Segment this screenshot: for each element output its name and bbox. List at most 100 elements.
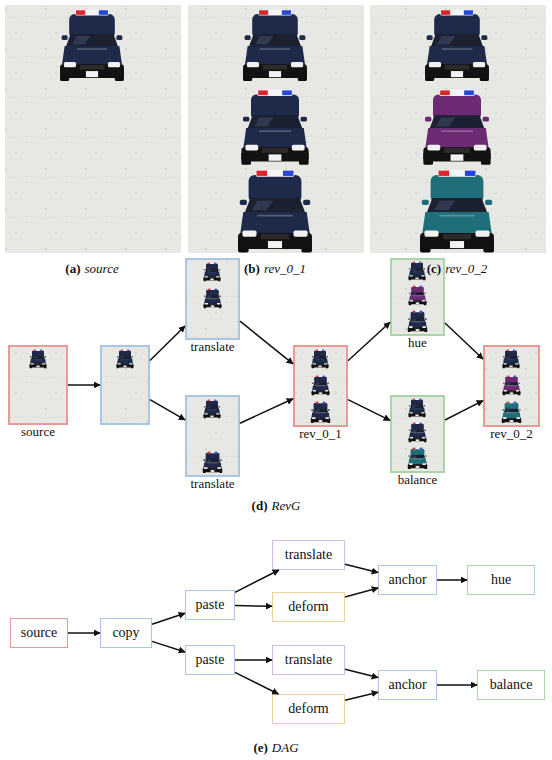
image-node: rev_0_2 — [483, 345, 540, 427]
car — [60, 10, 124, 81]
thumbnail — [390, 395, 445, 473]
thumbnail — [185, 395, 240, 477]
image-label: source — [21, 424, 55, 440]
node-label: deform — [288, 599, 328, 615]
image-label: translate — [190, 476, 234, 492]
image-node: balance — [390, 395, 445, 473]
arrow-connector — [235, 672, 278, 694]
photo-rev-0-1 — [188, 5, 364, 253]
subfigure-letter: (a) — [65, 261, 80, 276]
car-teal — [420, 170, 494, 253]
thumbnail — [293, 345, 348, 427]
car — [312, 349, 329, 368]
arrow-connector — [240, 399, 293, 424]
car-teal — [502, 401, 521, 423]
node-label: paste — [196, 652, 225, 668]
process-box: source — [10, 618, 68, 648]
car — [409, 398, 426, 417]
process-box: hue — [467, 565, 535, 595]
arrow-connector — [348, 400, 390, 421]
arrow-connector — [445, 323, 483, 359]
node-label: hue — [491, 572, 511, 588]
arrow-connector — [152, 641, 185, 652]
arrow-connector — [150, 400, 185, 420]
thumbnail — [8, 345, 68, 425]
car — [238, 170, 312, 253]
arrow-connector — [345, 564, 378, 572]
car — [117, 349, 134, 368]
subfigure-letter: (d) — [252, 498, 268, 513]
image-label: rev_0_2 — [490, 426, 533, 442]
subfigure-name: rev_0_1 — [264, 261, 306, 276]
car — [409, 422, 427, 442]
subfigure-caption: (d) RevG — [252, 498, 301, 514]
car — [30, 349, 47, 368]
thumbnail — [185, 258, 240, 340]
car — [408, 310, 427, 332]
car — [311, 401, 330, 423]
arrow-connector — [68, 632, 100, 634]
car — [241, 90, 308, 165]
car-purple — [423, 90, 490, 165]
thumbnail — [100, 345, 150, 425]
car-teal — [408, 447, 427, 469]
node-label: copy — [112, 625, 139, 641]
car — [312, 375, 330, 395]
subfigure-caption: (c)rev_0_2 — [427, 261, 488, 277]
photo-rev-0-2 — [370, 5, 546, 253]
arrow-connector — [345, 692, 378, 700]
image-node: translate — [185, 258, 240, 340]
node-label: deform — [288, 701, 328, 717]
image-label: hue — [408, 335, 427, 351]
arrow-connector — [68, 384, 100, 386]
image-node — [100, 345, 150, 425]
node-label: source — [21, 625, 58, 641]
car — [204, 288, 222, 308]
photo-source — [5, 5, 181, 253]
subfigure-letter: (c) — [427, 261, 441, 276]
arrow-connector — [235, 605, 272, 607]
image-node: translate — [185, 395, 240, 477]
subfigure-caption: (e)DAG — [253, 740, 298, 756]
process-box: translate — [272, 540, 345, 570]
subfigure-name: DAG — [272, 740, 299, 755]
subfigure-name: RevG — [272, 498, 301, 513]
node-label: translate — [285, 652, 332, 668]
arrow-connector — [345, 588, 378, 597]
image-label: rev_0_1 — [299, 426, 342, 442]
arrow-connector — [437, 579, 467, 581]
arrow-connector — [235, 659, 272, 661]
car — [503, 349, 520, 368]
image-label: translate — [190, 339, 234, 355]
node-label: anchor — [388, 677, 426, 693]
car-purple — [409, 285, 427, 305]
car — [425, 10, 489, 81]
process-box: copy — [100, 618, 152, 648]
process-box: paste — [185, 590, 235, 620]
process-box: anchor — [378, 565, 437, 595]
process-box: deform — [272, 694, 345, 724]
car — [203, 451, 222, 473]
subfigure-letter: (b) — [244, 261, 260, 276]
process-box: deform — [272, 592, 345, 622]
arrow-connector — [345, 669, 378, 677]
arrow-connector — [348, 322, 390, 361]
car — [204, 399, 221, 418]
car-purple — [503, 375, 521, 395]
process-box: balance — [477, 670, 545, 700]
photo-panels — [5, 5, 546, 253]
subfigure-name: source — [84, 261, 118, 276]
arrow-connector — [152, 613, 185, 624]
car — [409, 261, 426, 280]
process-box: translate — [272, 645, 345, 675]
arrow-connector — [445, 401, 483, 420]
arrow-connector — [235, 570, 279, 592]
subfigure-caption: (b) rev_0_1 — [244, 261, 306, 277]
image-label: balance — [398, 472, 438, 488]
image-node: source — [8, 345, 68, 425]
node-label: balance — [490, 677, 533, 693]
car — [204, 262, 221, 281]
arrow-connector — [437, 684, 477, 686]
